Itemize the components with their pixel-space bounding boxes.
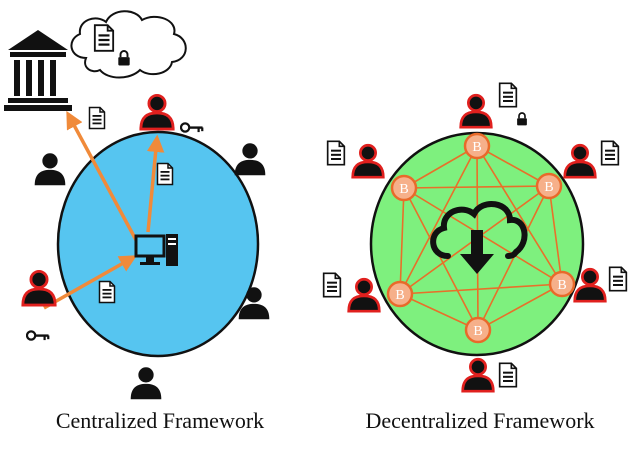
node-letter: B (473, 324, 482, 339)
mesh-link (476, 145, 550, 187)
user-icon (130, 367, 162, 400)
document-icon (156, 162, 174, 186)
node-letter: B (557, 278, 566, 293)
node-circle (464, 316, 492, 344)
document-icon (608, 266, 628, 292)
document-icon (322, 272, 342, 298)
key-icon (26, 330, 50, 341)
mesh-link (399, 283, 563, 295)
mesh-link (476, 145, 563, 285)
key-icon (180, 122, 204, 133)
mesh-link (548, 185, 563, 285)
node-letter: B (395, 288, 404, 303)
lock-icon (516, 112, 528, 126)
mesh-link (399, 145, 478, 295)
mesh-link (477, 185, 550, 331)
bank-icon (4, 30, 72, 111)
blockchain-node-icon: B (390, 174, 418, 202)
user-icon-red (21, 269, 57, 307)
document-icon (498, 362, 518, 388)
node-letter: B (544, 180, 553, 195)
document-icon (600, 140, 620, 166)
node-circle (535, 172, 563, 200)
user-icon (234, 143, 266, 176)
mesh-link (403, 145, 478, 189)
user-icon-red (563, 143, 597, 179)
decentralized-diagram: B B B B B B (322, 82, 628, 393)
arrow-to-bank (66, 110, 138, 241)
mesh-link (403, 185, 550, 189)
computer-icon (134, 234, 178, 266)
cloud-document-icon (93, 24, 115, 52)
centralized-diagram (4, 10, 270, 400)
user-icon-red (461, 357, 495, 393)
user-icon-red (459, 93, 493, 129)
blockchain-node-icon: B (386, 280, 414, 308)
mesh-link (477, 283, 563, 331)
arrow-from-left-user (43, 255, 138, 310)
user-icon-red (347, 277, 381, 313)
blockchain-node-icon: B (463, 132, 491, 160)
blockchain-nodes: B B B B B B (386, 132, 576, 344)
cloud-icon (70, 10, 187, 79)
user-icon-red (351, 143, 385, 179)
blockchain-node-icon: B (548, 270, 576, 298)
node-circle (386, 280, 414, 308)
node-letter: B (399, 182, 408, 197)
node-circle (548, 270, 576, 298)
mesh-link (403, 187, 479, 331)
user-icon-red (139, 93, 175, 131)
document-icon (88, 106, 106, 130)
user-icon (34, 153, 66, 186)
mesh-link (399, 293, 479, 331)
document-icon (326, 140, 346, 166)
node-circle (463, 132, 491, 160)
decentralized-caption: Decentralized Framework (365, 408, 595, 433)
blockchain-node-icon: B (464, 316, 492, 344)
mesh-link (399, 187, 405, 295)
node-circle (390, 174, 418, 202)
document-icon (98, 280, 116, 304)
data-flow-arrows (43, 110, 165, 310)
document-icon (498, 82, 518, 108)
node-letter: B (472, 140, 481, 155)
centralized-caption: Centralized Framework (55, 408, 265, 433)
arrow-to-top-user (146, 134, 165, 233)
cloud-download-icon (430, 201, 528, 274)
blockchain-node-icon: B (535, 172, 563, 200)
